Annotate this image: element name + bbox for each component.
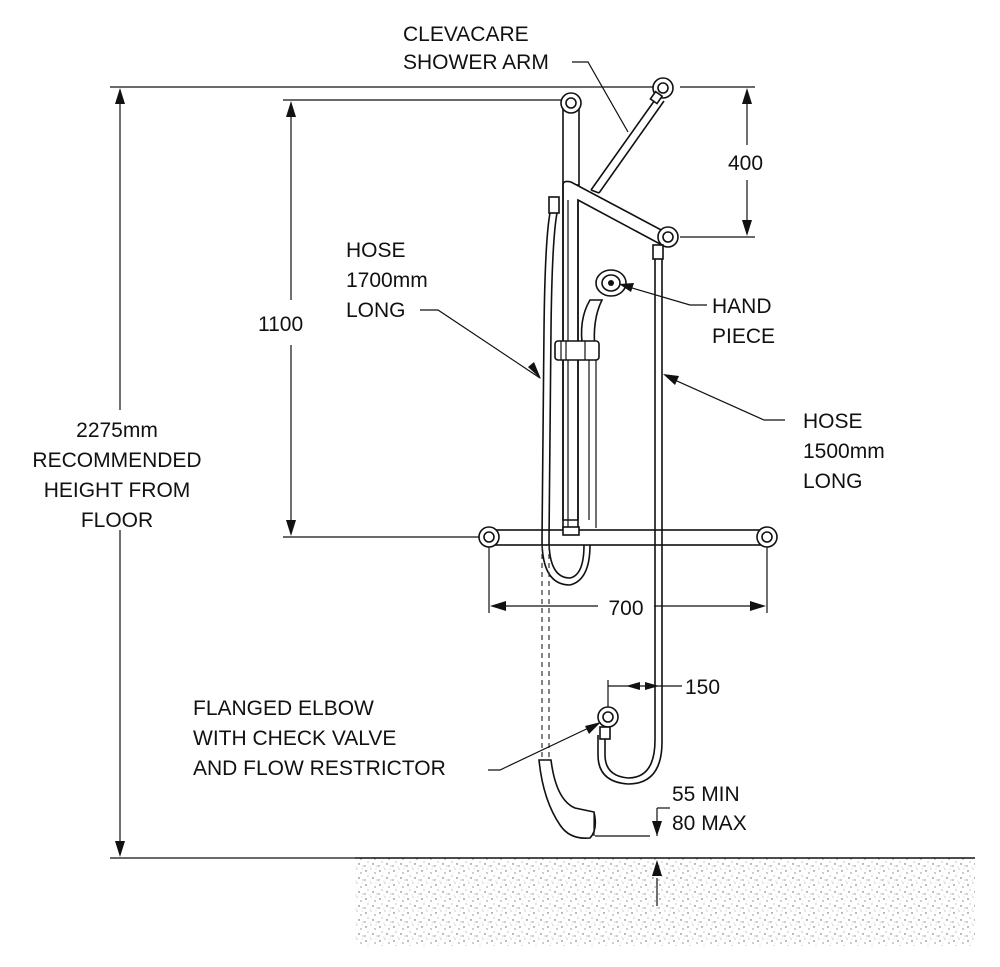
shower-arm-label-1: CLEVACARE — [403, 23, 529, 46]
elbow-label-1: FLANGED ELBOW — [193, 697, 374, 720]
dim-1100-label: 1100 — [258, 313, 303, 336]
offset-150-dimension — [607, 680, 682, 708]
arm-400-dimension — [680, 86, 755, 238]
clevacare-shower-arm — [590, 77, 674, 194]
hose-1700-label-2: 1700mm — [346, 269, 428, 292]
flanged-elbow — [597, 706, 619, 740]
hose-1500-label-1: HOSE — [803, 410, 863, 433]
elbow-label-2: WITH CHECK VALVE — [193, 727, 396, 750]
dim-700-label: 700 — [608, 597, 643, 620]
dim-400-label: 400 — [728, 152, 763, 175]
shower-arm-label-2: SHOWER ARM — [403, 51, 549, 74]
hose-1700-label-1: HOSE — [346, 239, 406, 262]
floor — [355, 857, 975, 946]
clearance-label-1: 55 MIN — [672, 783, 740, 806]
hose-1500-label-2: 1500mm — [803, 440, 885, 463]
height-dimension — [110, 86, 665, 859]
clearance-label-2: 80 MAX — [672, 812, 747, 835]
rail-700-dimension — [488, 547, 768, 613]
hand-piece-label-2: PIECE — [712, 325, 775, 348]
hand-piece-label-1: HAND — [712, 295, 772, 318]
hand-piece — [554, 269, 627, 528]
height-label-1: 2275mm — [76, 419, 158, 442]
hose-1700 — [538, 196, 597, 840]
hose-1500 — [597, 244, 664, 785]
rail-1100-dimension — [283, 99, 563, 538]
hose-1700-label-3: LONG — [346, 299, 406, 322]
hose-1500-label-3: LONG — [803, 470, 863, 493]
clearance-dimension — [595, 807, 670, 906]
elbow-label-3: AND FLOW RESTRICTOR — [193, 757, 446, 780]
dim-150-label: 150 — [685, 676, 720, 699]
right-wall-flange — [657, 226, 679, 248]
leader-lines — [420, 61, 785, 771]
height-label-3: HEIGHT FROM — [44, 479, 191, 502]
height-label-2: RECOMMENDED — [32, 449, 201, 472]
height-label-4: FLOOR — [81, 509, 153, 532]
horizontal-grab-rail — [478, 526, 778, 548]
